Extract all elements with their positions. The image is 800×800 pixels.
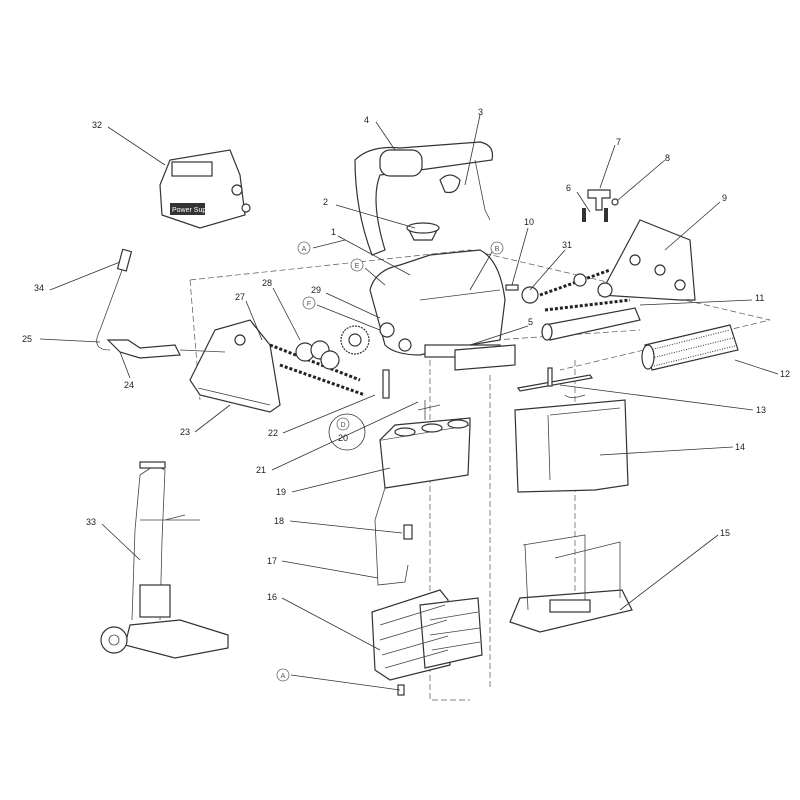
- left-side-panel: [189, 319, 370, 413]
- callout-19: 19: [276, 487, 286, 497]
- ref-letter-a: A: [302, 246, 307, 253]
- callout-23: 23: [180, 427, 190, 437]
- motor-housing-body: [369, 249, 516, 399]
- callout-4: 4: [364, 115, 369, 125]
- callout-13: 13: [756, 405, 766, 415]
- brush-roller: [641, 324, 739, 371]
- ref-letter-a-bottom: A: [281, 673, 286, 680]
- callout-14: 14: [735, 442, 745, 452]
- callout-18: 18: [274, 516, 284, 526]
- callout-29: 29: [311, 285, 321, 295]
- filter-clip: [516, 367, 594, 392]
- callout-25: 25: [22, 334, 32, 344]
- float-cap: [406, 222, 440, 241]
- reference-letters: A B E F D A: [276, 241, 504, 682]
- callout-24: 24: [124, 380, 134, 390]
- caddy-cart: [100, 461, 229, 659]
- callout-10: 10: [524, 217, 534, 227]
- filter-basket: [371, 589, 483, 696]
- callout-8: 8: [665, 153, 670, 163]
- callout-20: 20: [338, 433, 348, 443]
- callout-5: 5: [528, 317, 533, 327]
- callout-1: 1: [331, 227, 336, 237]
- pump-motor-unit: [379, 400, 471, 489]
- ref-letter-b: B: [495, 246, 500, 253]
- callout-32: 32: [92, 120, 102, 130]
- callout-31: 31: [562, 240, 572, 250]
- pva-roller: [541, 307, 641, 341]
- filter-bag: [514, 394, 629, 493]
- pump-cable: [374, 487, 413, 586]
- right-side-panel: [505, 189, 696, 312]
- callout-11: 11: [755, 293, 764, 303]
- part-callouts: 32 4 3 7 8 6 9 10 2 1 31 34 28 29 27 11 …: [22, 107, 790, 691]
- callout-2: 2: [323, 197, 328, 207]
- handle-assembly: [354, 141, 494, 256]
- callout-22: 22: [268, 428, 278, 438]
- filter-frame: [509, 534, 633, 633]
- ref-letter-e: E: [355, 263, 360, 270]
- callout-6: 6: [566, 183, 571, 193]
- callout-16: 16: [267, 592, 277, 602]
- callout-21: 21: [256, 465, 266, 475]
- power-supply-label: Power Supply: [172, 207, 216, 214]
- callout-7: 7: [616, 137, 621, 147]
- power-supply: Power Supply: [159, 149, 251, 229]
- callout-34: 34: [34, 283, 44, 293]
- cable-swivel: [96, 248, 226, 359]
- callout-28: 28: [262, 278, 272, 288]
- callout-17: 17: [267, 556, 277, 566]
- callout-33: 33: [86, 517, 96, 527]
- callout-3: 3: [478, 107, 483, 117]
- callout-27: 27: [235, 292, 245, 302]
- ref-letter-d: D: [340, 422, 345, 429]
- callout-15: 15: [720, 528, 730, 538]
- callout-9: 9: [722, 193, 727, 203]
- ref-letter-f: F: [307, 301, 311, 308]
- callout-12: 12: [780, 369, 790, 379]
